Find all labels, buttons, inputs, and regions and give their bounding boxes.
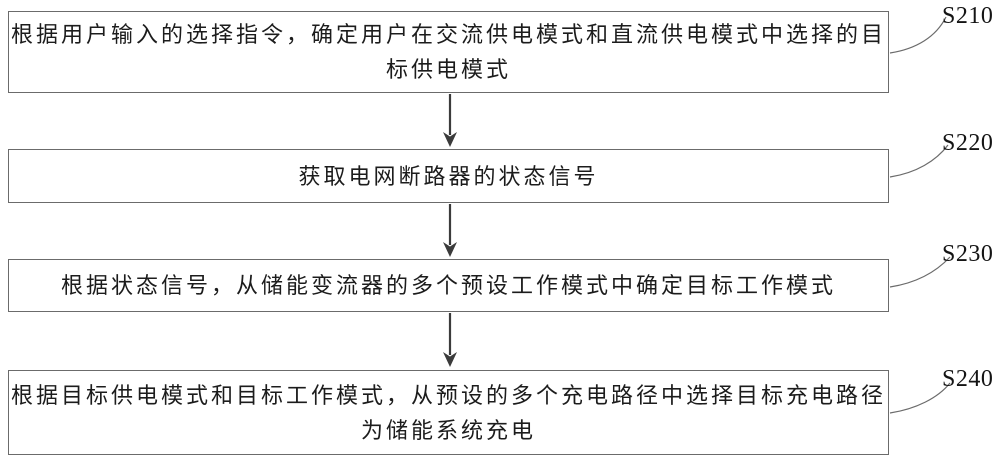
step-box-s240: 根据目标供电模式和目标工作模式，从预设的多个充电路径中选择目标充电路径 为储能系… [8,370,889,455]
step-text: 根据目标供电模式和目标工作模式，从预设的多个充电路径中选择目标充电路径 [10,382,886,408]
step-box-s230: 根据状态信号，从储能变流器的多个预设工作模式中确定目标工作模式 [8,259,889,312]
step-text: 为储能系统充电 [360,417,536,443]
flow-arrow-3 [443,313,457,367]
leader-line-s240 [889,382,951,414]
step-text: 获取电网断路器的状态信号 [298,163,599,189]
step-label-s220: S220 [942,130,994,156]
leader-line-s210 [889,16,947,54]
step-box-s210: 根据用户输入的选择指令，确定用户在交流供电模式和直流供电模式中选择的目 标供电模… [8,11,889,93]
step-text: 根据状态信号，从储能变流器的多个预设工作模式中确定目标工作模式 [60,273,836,298]
leader-line-s220 [889,144,949,178]
step-label-s210: S210 [942,3,994,29]
step-text: 根据用户输入的选择指令，确定用户在交流供电模式和直流供电模式中选择的目 [10,22,886,47]
step-box-s220: 获取电网断路器的状态信号 [8,149,889,203]
step-label-s230: S230 [942,241,994,267]
step-text: 标供电模式 [385,57,511,82]
step-label-s240: S240 [942,366,994,392]
flow-arrow-2 [443,204,457,257]
flow-arrow-1 [443,94,457,147]
leader-line-s230 [889,256,951,288]
